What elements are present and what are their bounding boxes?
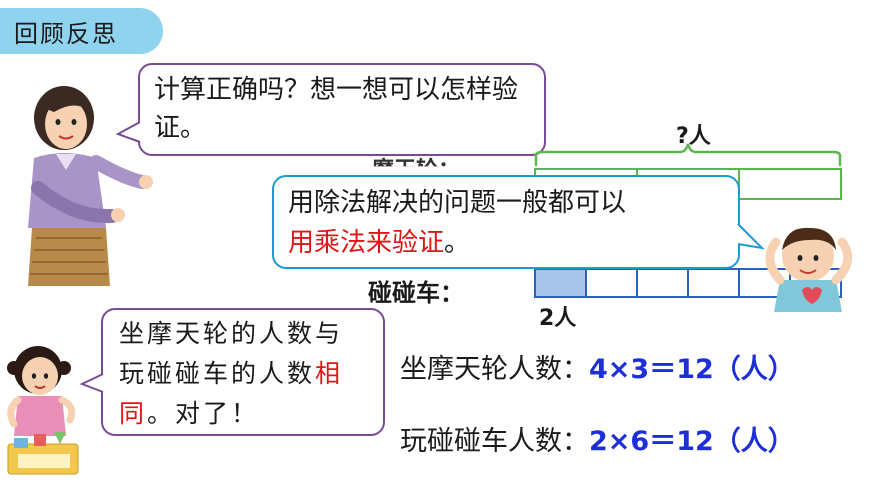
- ferris-wheel-label: 摩天轮：: [372, 158, 461, 183]
- boy-bubble-tail: [736, 223, 765, 250]
- bumper-car-unit-label: 2人: [539, 306, 577, 331]
- boy-bubble-end: 。: [444, 228, 471, 258]
- bumper-car-label: 碰碰车：: [368, 279, 464, 307]
- girl-bubble-highlight: 相同: [119, 359, 344, 428]
- boy-bubble-highlight: 用乘法来验证: [288, 228, 445, 258]
- top-bar-brace: [534, 143, 842, 166]
- bumper-car-equation-expr: 2×6＝12（人）: [589, 426, 795, 457]
- teacher-bubble-text: 计算正确吗？想一想可以怎样验证。: [154, 75, 519, 143]
- girl-bubble-text-b: 。对了！: [147, 399, 260, 428]
- ferris-wheel-equation: 坐摩天轮人数：4×3＝12（人）: [400, 347, 795, 386]
- ferris-wheel-equation-expr: 4×3＝12（人）: [589, 354, 795, 385]
- ferris-wheel-bar-segment: [740, 170, 840, 198]
- bumper-car-equation-prefix: 玩碰碰车人数：: [400, 426, 589, 457]
- bumper-car-bar: [534, 268, 842, 298]
- bumper-car-bar-segment: [689, 270, 740, 296]
- section-tag: 回顾反思: [0, 8, 163, 54]
- ferris-wheel-equation-prefix: 坐摩天轮人数：: [400, 354, 589, 385]
- bumper-car-equation: 玩碰碰车人数：2×6＝12（人）: [400, 419, 795, 458]
- teacher-speech-bubble: 计算正确吗？想一想可以怎样验证。: [138, 63, 546, 156]
- top-bar-total-label: ?人: [676, 124, 711, 149]
- girl-illustration: [7, 346, 79, 475]
- girl-bubble-text-a: 坐摩天轮的人数与玩碰碰车的人数: [119, 319, 344, 388]
- boy-illustration: [765, 227, 853, 312]
- teacher-illustration: [28, 86, 153, 286]
- girl-bubble-tail: [80, 373, 104, 393]
- bumper-car-bar-segment: [587, 270, 638, 296]
- teacher-bubble-tail: [116, 121, 141, 143]
- boy-bubble-line-2: 用乘法来验证。: [288, 223, 724, 263]
- girl-speech-bubble: 坐摩天轮的人数与玩碰碰车的人数相同。对了！: [101, 308, 385, 436]
- boy-speech-bubble: 用除法解决的问题一般都可以 用乘法来验证。: [272, 175, 740, 269]
- bumper-car-bar-segment: [536, 270, 587, 296]
- bumper-car-bar-segment: [638, 270, 689, 296]
- boy-bubble-line-1: 用除法解决的问题一般都可以: [288, 188, 627, 218]
